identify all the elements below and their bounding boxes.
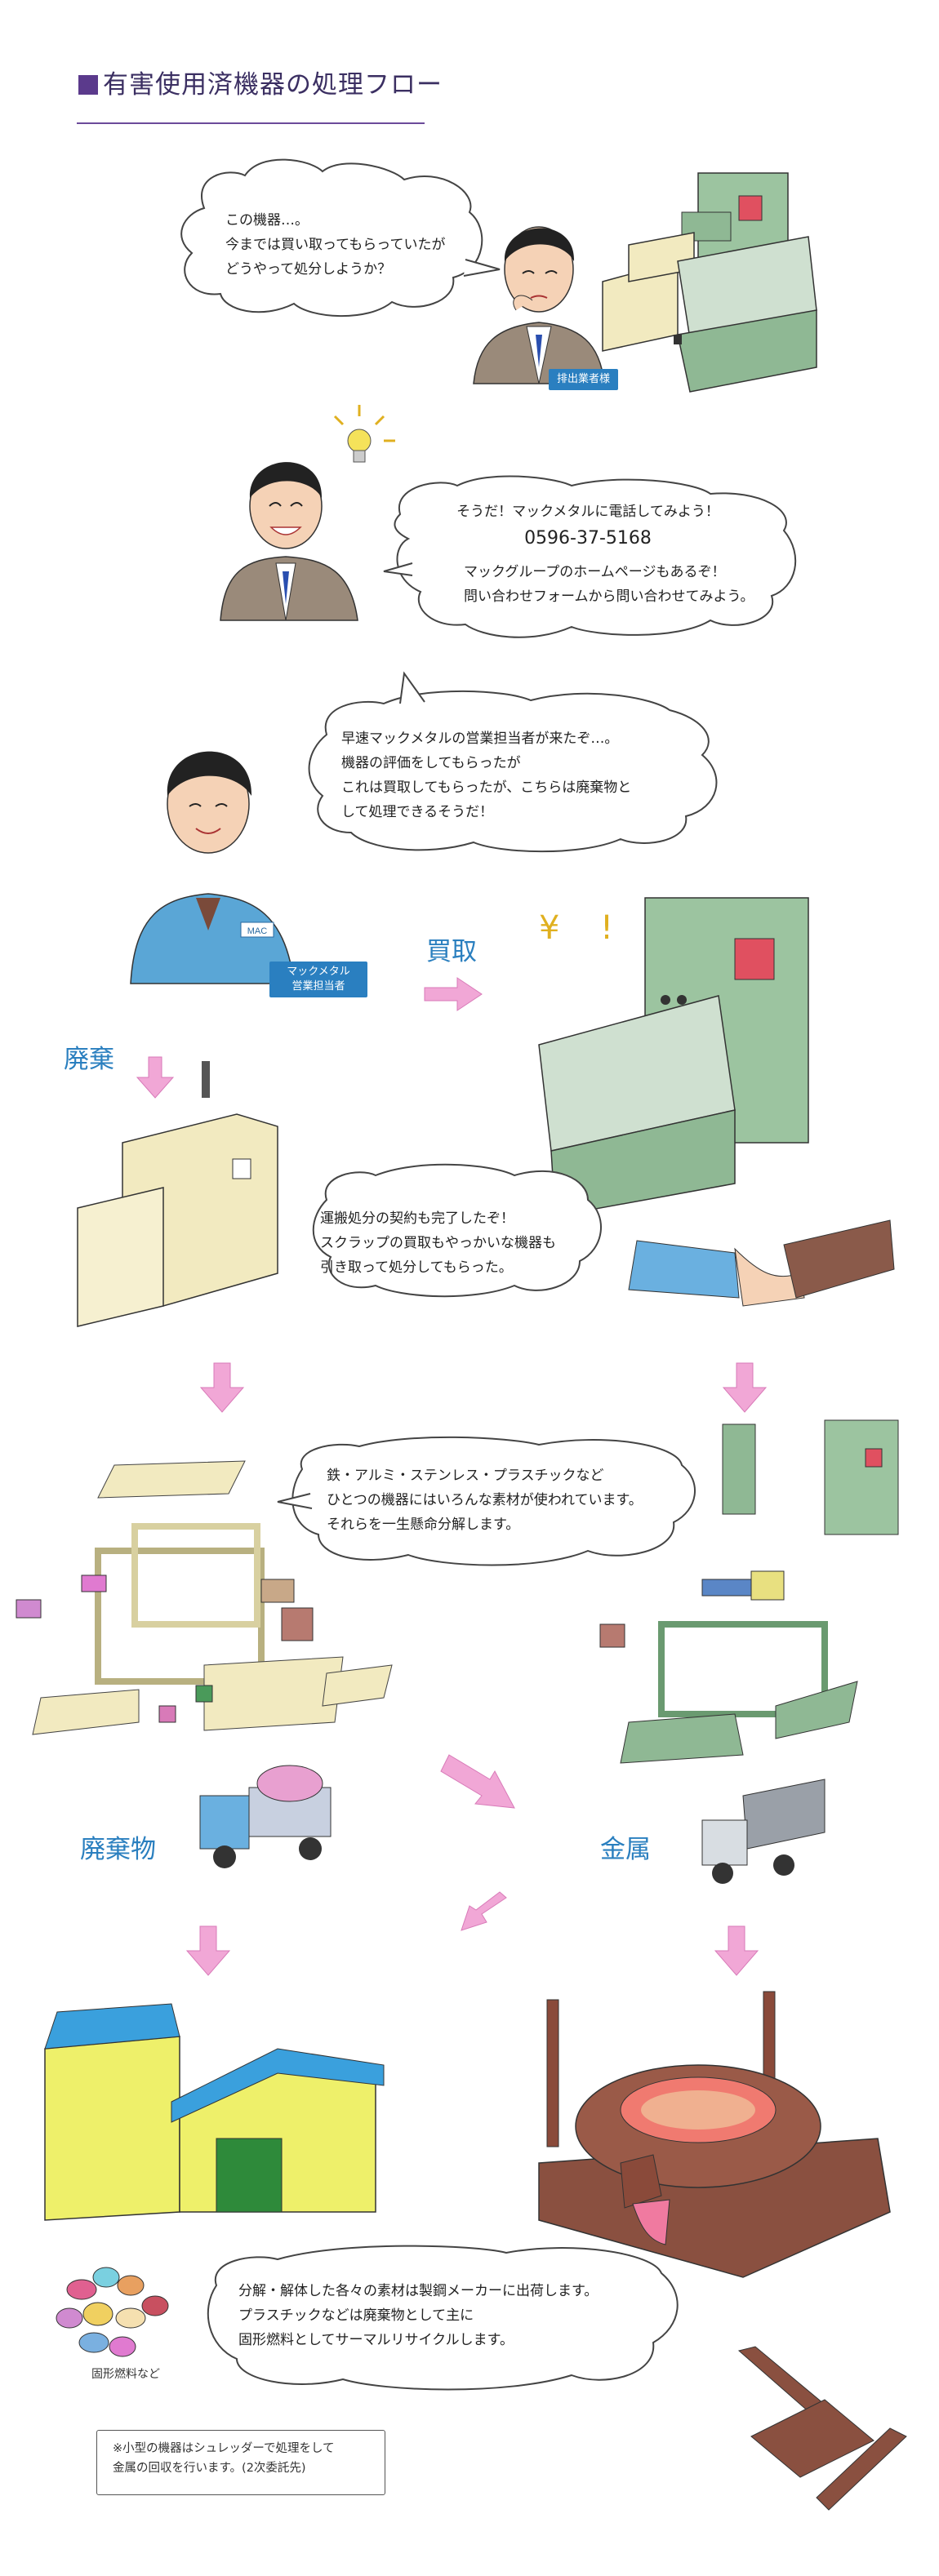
- speech-bubble-1: [180, 158, 483, 318]
- lightbulb-icon: [333, 405, 395, 463]
- customer-idea-illustration: [220, 462, 358, 621]
- label-kaitori: 買取: [426, 937, 477, 966]
- note-text: ※小型の機器はシュレッダーで処理をして 金属の回収を行います。(2次委託先): [113, 2442, 335, 2475]
- yen-icon: ¥: [539, 909, 559, 947]
- label-haikibutsu: 廃棄物: [80, 1835, 156, 1864]
- bubble-2-line3: マックグループのホームページもあるぞ！ 問い合わせフォームから問い合わせてみよう…: [464, 564, 754, 605]
- disassembled-metal-parts: [599, 1419, 899, 1764]
- speech-bubble-2: [394, 475, 797, 638]
- handshake-illustration: [628, 1219, 895, 1307]
- exclamation-icon: !: [600, 909, 613, 947]
- arrow-diagonal-left-icon: [461, 1891, 507, 1931]
- arrow-haiki-icon: [136, 1056, 175, 1099]
- bubble-1-text: この機器…。 今までは買い取ってもらっていたが どうやって処分しようか？: [225, 212, 446, 278]
- staff-badge-line2: 営業担当者: [291, 980, 345, 993]
- arrow-kaitori-icon: [424, 977, 483, 1011]
- factory-building-illustration: [44, 2003, 385, 2221]
- arrow-down-left-icon: [199, 1362, 245, 1413]
- phone-number: 0596-37-5168: [524, 528, 652, 549]
- arrow-down-waste-icon: [185, 1925, 231, 1976]
- page-title-text: 有害使用済機器の処理フロー: [103, 70, 443, 100]
- uniform-logo: MAC: [247, 926, 268, 936]
- arrow-down-right-icon: [722, 1362, 768, 1413]
- customer-badge: 排出業者様: [549, 369, 619, 390]
- truck-waste-illustration: [199, 1765, 332, 1868]
- label-haiki: 廃棄: [64, 1045, 114, 1074]
- staff-illustration: MAC: [130, 751, 295, 984]
- speech-bubble-6: [207, 2245, 679, 2391]
- bubble-5-text: 鉄・アルミ・ステンレス・プラスチックなど ひとつの機器にはいろんな素材が使われて…: [327, 1468, 643, 1533]
- fuel-caption: 固形燃料など: [91, 2368, 160, 2381]
- note-box: [96, 2430, 385, 2495]
- disassembled-waste-parts: [16, 1460, 393, 1735]
- arrow-down-metal-icon: [714, 1925, 759, 1976]
- staff-badge-line1: マックメタル: [287, 966, 350, 978]
- furnace-illustration: [538, 1991, 891, 2278]
- bubble-4-text: 運搬処分の契約も完了したぞ！ スクラップの買取もやっかいな機器も 引き取って処分…: [320, 1210, 556, 1276]
- machine-kaitori-illustration: ¥ !: [538, 897, 809, 1217]
- speech-bubble-5: [291, 1436, 696, 1566]
- title-square-icon: [78, 75, 98, 95]
- speech-bubble-3: [308, 690, 718, 853]
- bubble-3-text: 早速マックメタルの営業担当者が来たぞ…。 機器の評価をしてもらったが これは買取…: [341, 731, 632, 820]
- truck-metal-illustration: [701, 1779, 826, 1884]
- title-underline: [77, 122, 425, 124]
- steel-beams-illustration: [737, 2346, 907, 2511]
- bubble-2-line1: そうだ！マックメタルに電話してみよう！: [456, 504, 719, 520]
- bubble-6-text: 分解・解体した各々の素材は製鋼メーカーに出荷します。 プラスチックなどは廃棄物と…: [238, 2283, 599, 2348]
- label-kinzoku: 金属: [600, 1835, 651, 1864]
- customer-worried-illustration: [473, 226, 605, 384]
- page-title: 有害使用済機器の処理フロー: [78, 64, 443, 100]
- solid-fuel-illustration: [56, 2267, 169, 2357]
- speech-bubble-4: [312, 1163, 602, 1298]
- machines-illustration-top: [602, 172, 817, 393]
- staff-badge: マックメタル 営業担当者: [269, 962, 367, 997]
- machine-haiki-illustration: [77, 1061, 278, 1327]
- arrow-diagonal-right-icon: [440, 1754, 515, 1809]
